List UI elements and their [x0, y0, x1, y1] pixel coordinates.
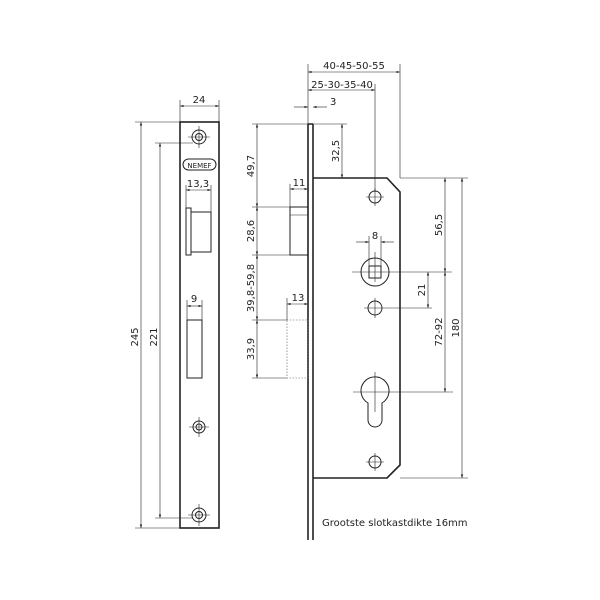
svg-text:11: 11: [293, 178, 306, 189]
svg-text:24: 24: [193, 95, 206, 106]
screw-hole-icon: [188, 126, 210, 148]
follower-square-icon: [352, 252, 452, 287]
front-dimensions: 24 245 221 13,3 9: [130, 95, 220, 529]
svg-text:56,5: 56,5: [434, 214, 445, 236]
caption: Grootste slotkastdikte 16mm: [322, 518, 468, 529]
front-view-faceplate: NEMEF: [179, 121, 220, 529]
deadbolt-side-dotted: [286, 319, 309, 379]
svg-text:49,7: 49,7: [246, 155, 257, 177]
latch-side: [289, 206, 309, 256]
side-view: [286, 123, 453, 540]
latch-front: [185, 207, 212, 256]
svg-text:9: 9: [191, 294, 197, 305]
svg-text:3: 3: [330, 97, 336, 108]
svg-text:28,6: 28,6: [246, 220, 257, 242]
svg-text:221: 221: [149, 327, 160, 346]
screw-hole-icon: [189, 417, 209, 437]
svg-text:180: 180: [451, 318, 462, 337]
svg-text:25-30-35-40: 25-30-35-40: [311, 80, 373, 91]
svg-text:40-45-50-55: 40-45-50-55: [323, 61, 385, 72]
svg-text:8: 8: [372, 231, 378, 242]
cylinder-cutout-icon: [353, 372, 453, 428]
svg-text:39,8-59,8: 39,8-59,8: [246, 264, 257, 312]
brand-logo: NEMEF: [182, 158, 217, 171]
svg-text:245: 245: [130, 327, 141, 346]
svg-text:13: 13: [292, 293, 305, 304]
svg-text:NEMEF: NEMEF: [187, 162, 211, 170]
svg-text:72-92: 72-92: [434, 317, 445, 346]
svg-text:32,5: 32,5: [331, 140, 342, 162]
screw-hole-icon: [366, 453, 384, 471]
svg-text:13,3: 13,3: [187, 179, 209, 190]
svg-text:33,9: 33,9: [246, 338, 257, 360]
deadbolt-front: [186, 319, 203, 379]
svg-text:21: 21: [417, 284, 428, 297]
side-dimensions: 40-45-50-55 25-30-35-40 3 32,5 49,7 28,6…: [246, 61, 468, 479]
screw-hole-icon: [364, 298, 432, 318]
screw-hole-icon: [188, 504, 210, 526]
